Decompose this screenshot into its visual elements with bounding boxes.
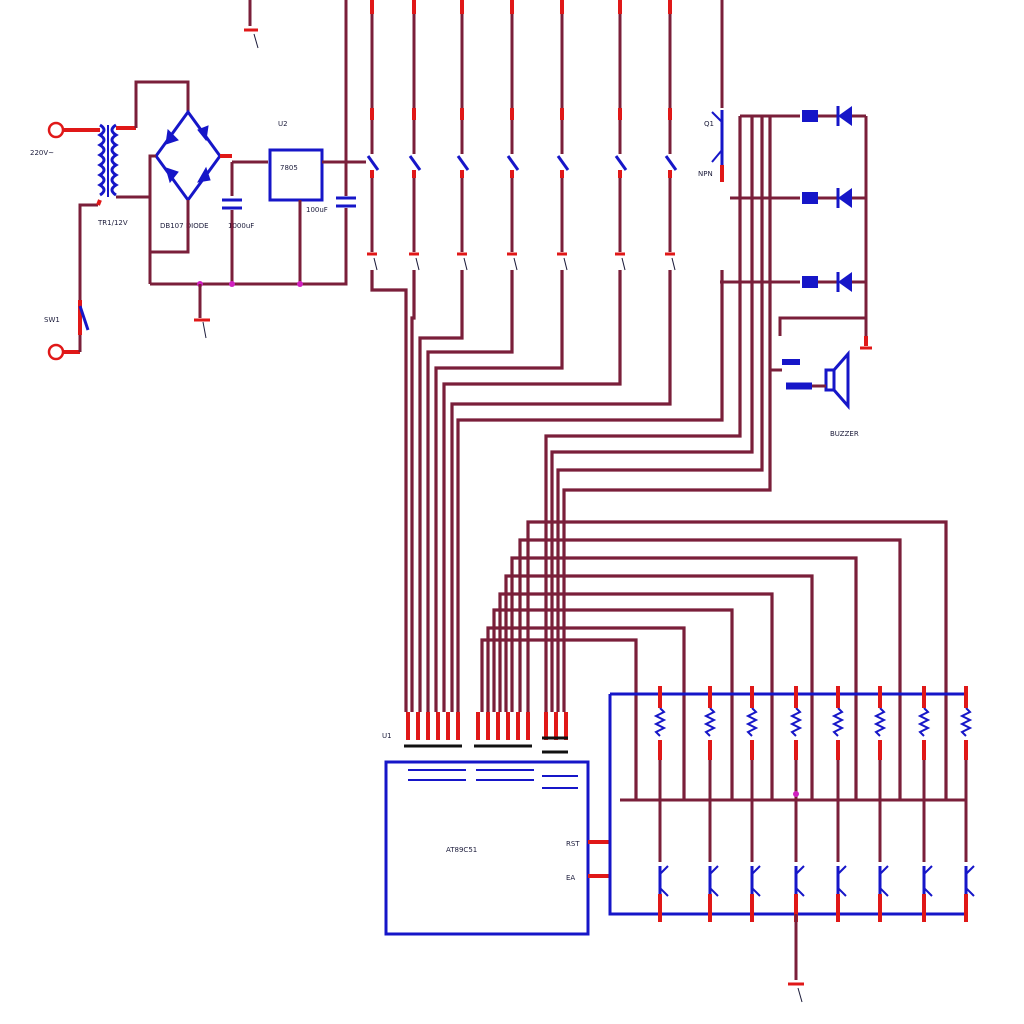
- mcu-ref: U1: [382, 732, 392, 740]
- ac-terminal-bottom: [47, 343, 65, 361]
- bus-wire-3: [418, 270, 464, 712]
- led-2: [730, 188, 866, 208]
- ground-symbol-top: [244, 0, 259, 49]
- bus-wire-5: [434, 270, 564, 712]
- npn-label: NPN: [698, 170, 713, 178]
- port-bus-5: [498, 592, 774, 800]
- port-bus-1: [526, 520, 948, 800]
- top-switch-columns: [346, 0, 678, 271]
- bus-wire-8: [456, 270, 724, 712]
- led-3: [720, 272, 866, 292]
- led-bus-4: [562, 116, 772, 712]
- bus-wire-4: [426, 270, 514, 712]
- svg-text:Q1: Q1: [704, 120, 714, 128]
- transistor-column-2: [703, 686, 719, 922]
- npn-transistor-top: Q1 NPN: [698, 0, 724, 182]
- bus-wire-1: [370, 270, 408, 712]
- buzzer: BUZZER: [768, 116, 872, 490]
- voltage-regulator: U2 7805: [268, 120, 324, 284]
- bottom-transistor-array: [608, 686, 975, 1003]
- regulator-label: 7805: [280, 164, 298, 172]
- switch-column-7: [664, 0, 678, 271]
- switch-column-3: [456, 0, 470, 271]
- bus-wire-7: [450, 270, 672, 712]
- transistor-column-7: [917, 686, 933, 922]
- port-bus-8: [480, 638, 638, 800]
- transistor-column-1: [653, 686, 669, 922]
- switch-sw1: SW1: [44, 300, 90, 335]
- led-bus-3: [556, 116, 764, 712]
- switch-column-4: [506, 0, 520, 271]
- port-bus-7: [486, 626, 686, 800]
- led-bus-1: [544, 116, 742, 712]
- ac-terminal-top: [47, 121, 65, 139]
- switch-column-2: [408, 0, 422, 271]
- transformer-label: TR1/12V: [97, 219, 128, 227]
- microcontroller: U1 AT89C51 RST EA: [382, 732, 612, 936]
- ground-symbol-supply: [194, 284, 210, 339]
- port-bus-6: [492, 608, 734, 800]
- filter-capacitor: 1000uF: [222, 162, 254, 230]
- switch-label: SW1: [44, 316, 60, 324]
- indicator-leds: [720, 106, 866, 292]
- switch-column-1: [366, 0, 380, 271]
- port-bus-3: [510, 556, 858, 800]
- buzzer-label: BUZZER: [830, 430, 859, 438]
- regulator-ref: U2: [278, 120, 288, 128]
- rst-pin-label: RST: [566, 840, 580, 848]
- transistor-column-5: [831, 686, 847, 922]
- transformer-tr1: TR1/12V: [97, 123, 128, 227]
- bus-wire-2: [410, 270, 416, 712]
- switch-column-5: [556, 0, 570, 271]
- transistor-column-8: [959, 686, 975, 922]
- port-bus-4: [504, 574, 814, 800]
- reg-output-cap: 100uF: [306, 196, 356, 214]
- bridge-label: DB107 DIODE: [160, 222, 209, 230]
- power-supply-section: 220V~ SW1 TR1/12V DB107 D: [30, 0, 356, 361]
- transistor-column-6: [873, 686, 889, 922]
- ground-symbol-bottom: [788, 914, 804, 1003]
- mcu-label: AT89C51: [446, 846, 477, 854]
- bridge-rectifier: DB107 DIODE: [154, 109, 222, 230]
- led-bus-2: [550, 116, 754, 712]
- led-1: [740, 106, 866, 126]
- transistor-column-3: [745, 686, 761, 922]
- port-bus-2: [518, 538, 902, 800]
- switch-column-6: [614, 0, 628, 271]
- bus-wires: [370, 116, 948, 800]
- bus-wire-6: [442, 270, 622, 712]
- reg-out-cap-label: 100uF: [306, 206, 328, 214]
- ac-input-label: 220V~: [30, 149, 54, 157]
- ea-pin-label: EA: [566, 874, 575, 882]
- transistor-column-4: [789, 686, 805, 922]
- cap-label: 1000uF: [228, 222, 254, 230]
